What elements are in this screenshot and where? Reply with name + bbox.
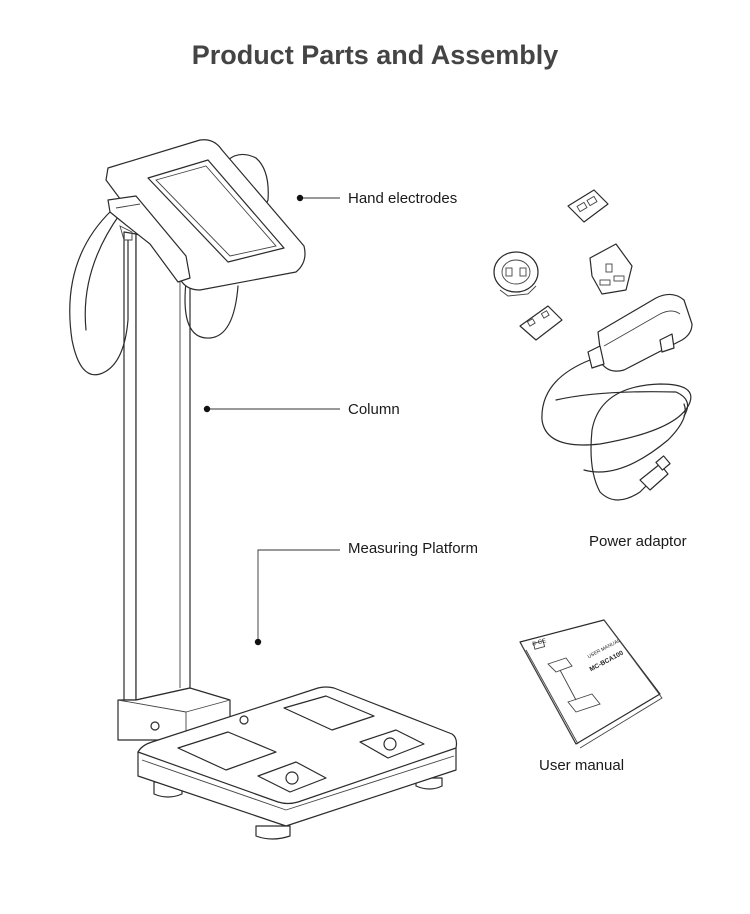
electrode-cables xyxy=(69,209,239,376)
plug-adapters xyxy=(493,189,633,341)
column-leader-dot xyxy=(203,405,211,413)
plug-adapter-eu xyxy=(493,251,539,297)
label-user-manual: User manual xyxy=(539,757,625,774)
label-power-adaptor: Power adaptor xyxy=(589,533,687,550)
display-head xyxy=(105,139,306,291)
page-title: Product Parts and Assembly xyxy=(191,40,559,70)
hand-electrodes-leader-dot xyxy=(296,194,304,202)
label-column: Column xyxy=(348,401,400,418)
platform-leader-dot xyxy=(254,638,262,646)
user-manual-illustration xyxy=(519,619,663,749)
column-part xyxy=(117,231,231,741)
plug-adapter-b xyxy=(519,305,563,341)
power-adaptor-illustration xyxy=(541,293,693,501)
leader-lines xyxy=(203,194,340,646)
platform-part xyxy=(137,686,458,840)
label-hand-electrodes: Hand electrodes xyxy=(348,190,458,207)
label-measuring-platform: Measuring Platform xyxy=(348,540,479,557)
plug-adapter-a xyxy=(567,189,609,223)
scale-illustration xyxy=(69,139,458,840)
plug-adapter-uk xyxy=(589,243,633,295)
